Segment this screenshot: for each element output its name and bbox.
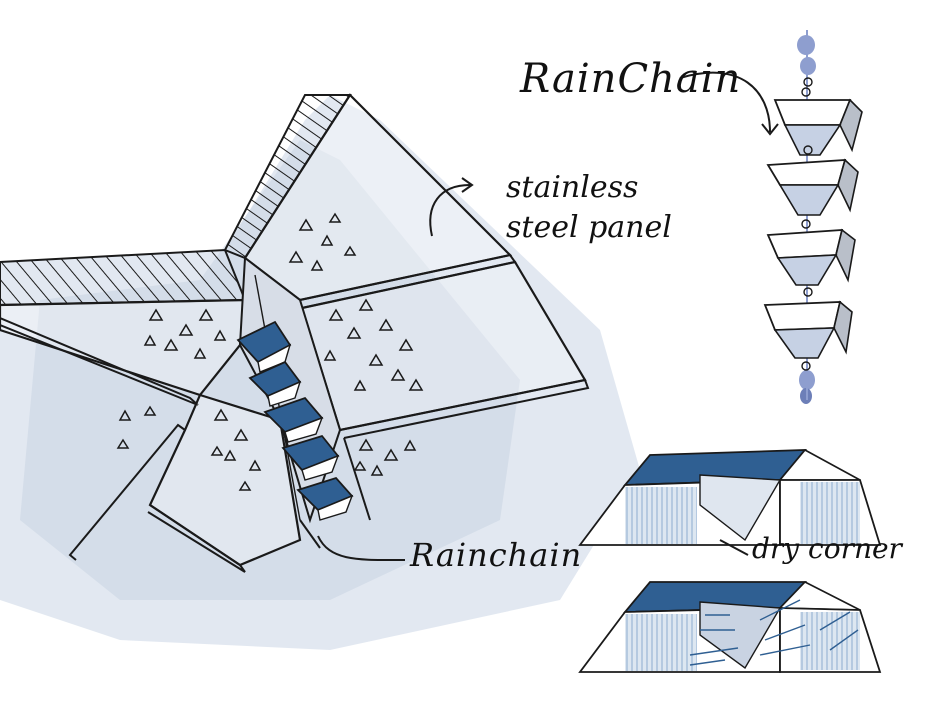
panel-label-line-1: stainless — [506, 170, 639, 205]
left-panel — [0, 298, 247, 397]
corner-sketch — [0, 93, 640, 650]
dry-corner-diagram-bottom — [578, 581, 882, 673]
rainchain-pointer-bottom — [317, 535, 406, 562]
panel-label-line-2: steel panel — [506, 210, 672, 245]
rainchain-label-top: RainChain — [520, 56, 742, 102]
rainchain-pointer-top — [679, 71, 771, 133]
panel-pointer — [429, 184, 471, 237]
rainchain-label-bottom: Rainchain — [410, 536, 583, 574]
dry-corner-label: dry corner — [752, 532, 902, 565]
rainchain-cups — [236, 320, 354, 521]
rainchain-elevation — [679, 30, 863, 404]
hatched-cap-left — [0, 248, 247, 307]
dry-corner-diagram-top — [578, 448, 882, 556]
panel-perforations — [116, 212, 424, 491]
stainless-steel-panel-label: stainless steel panel — [506, 168, 672, 248]
